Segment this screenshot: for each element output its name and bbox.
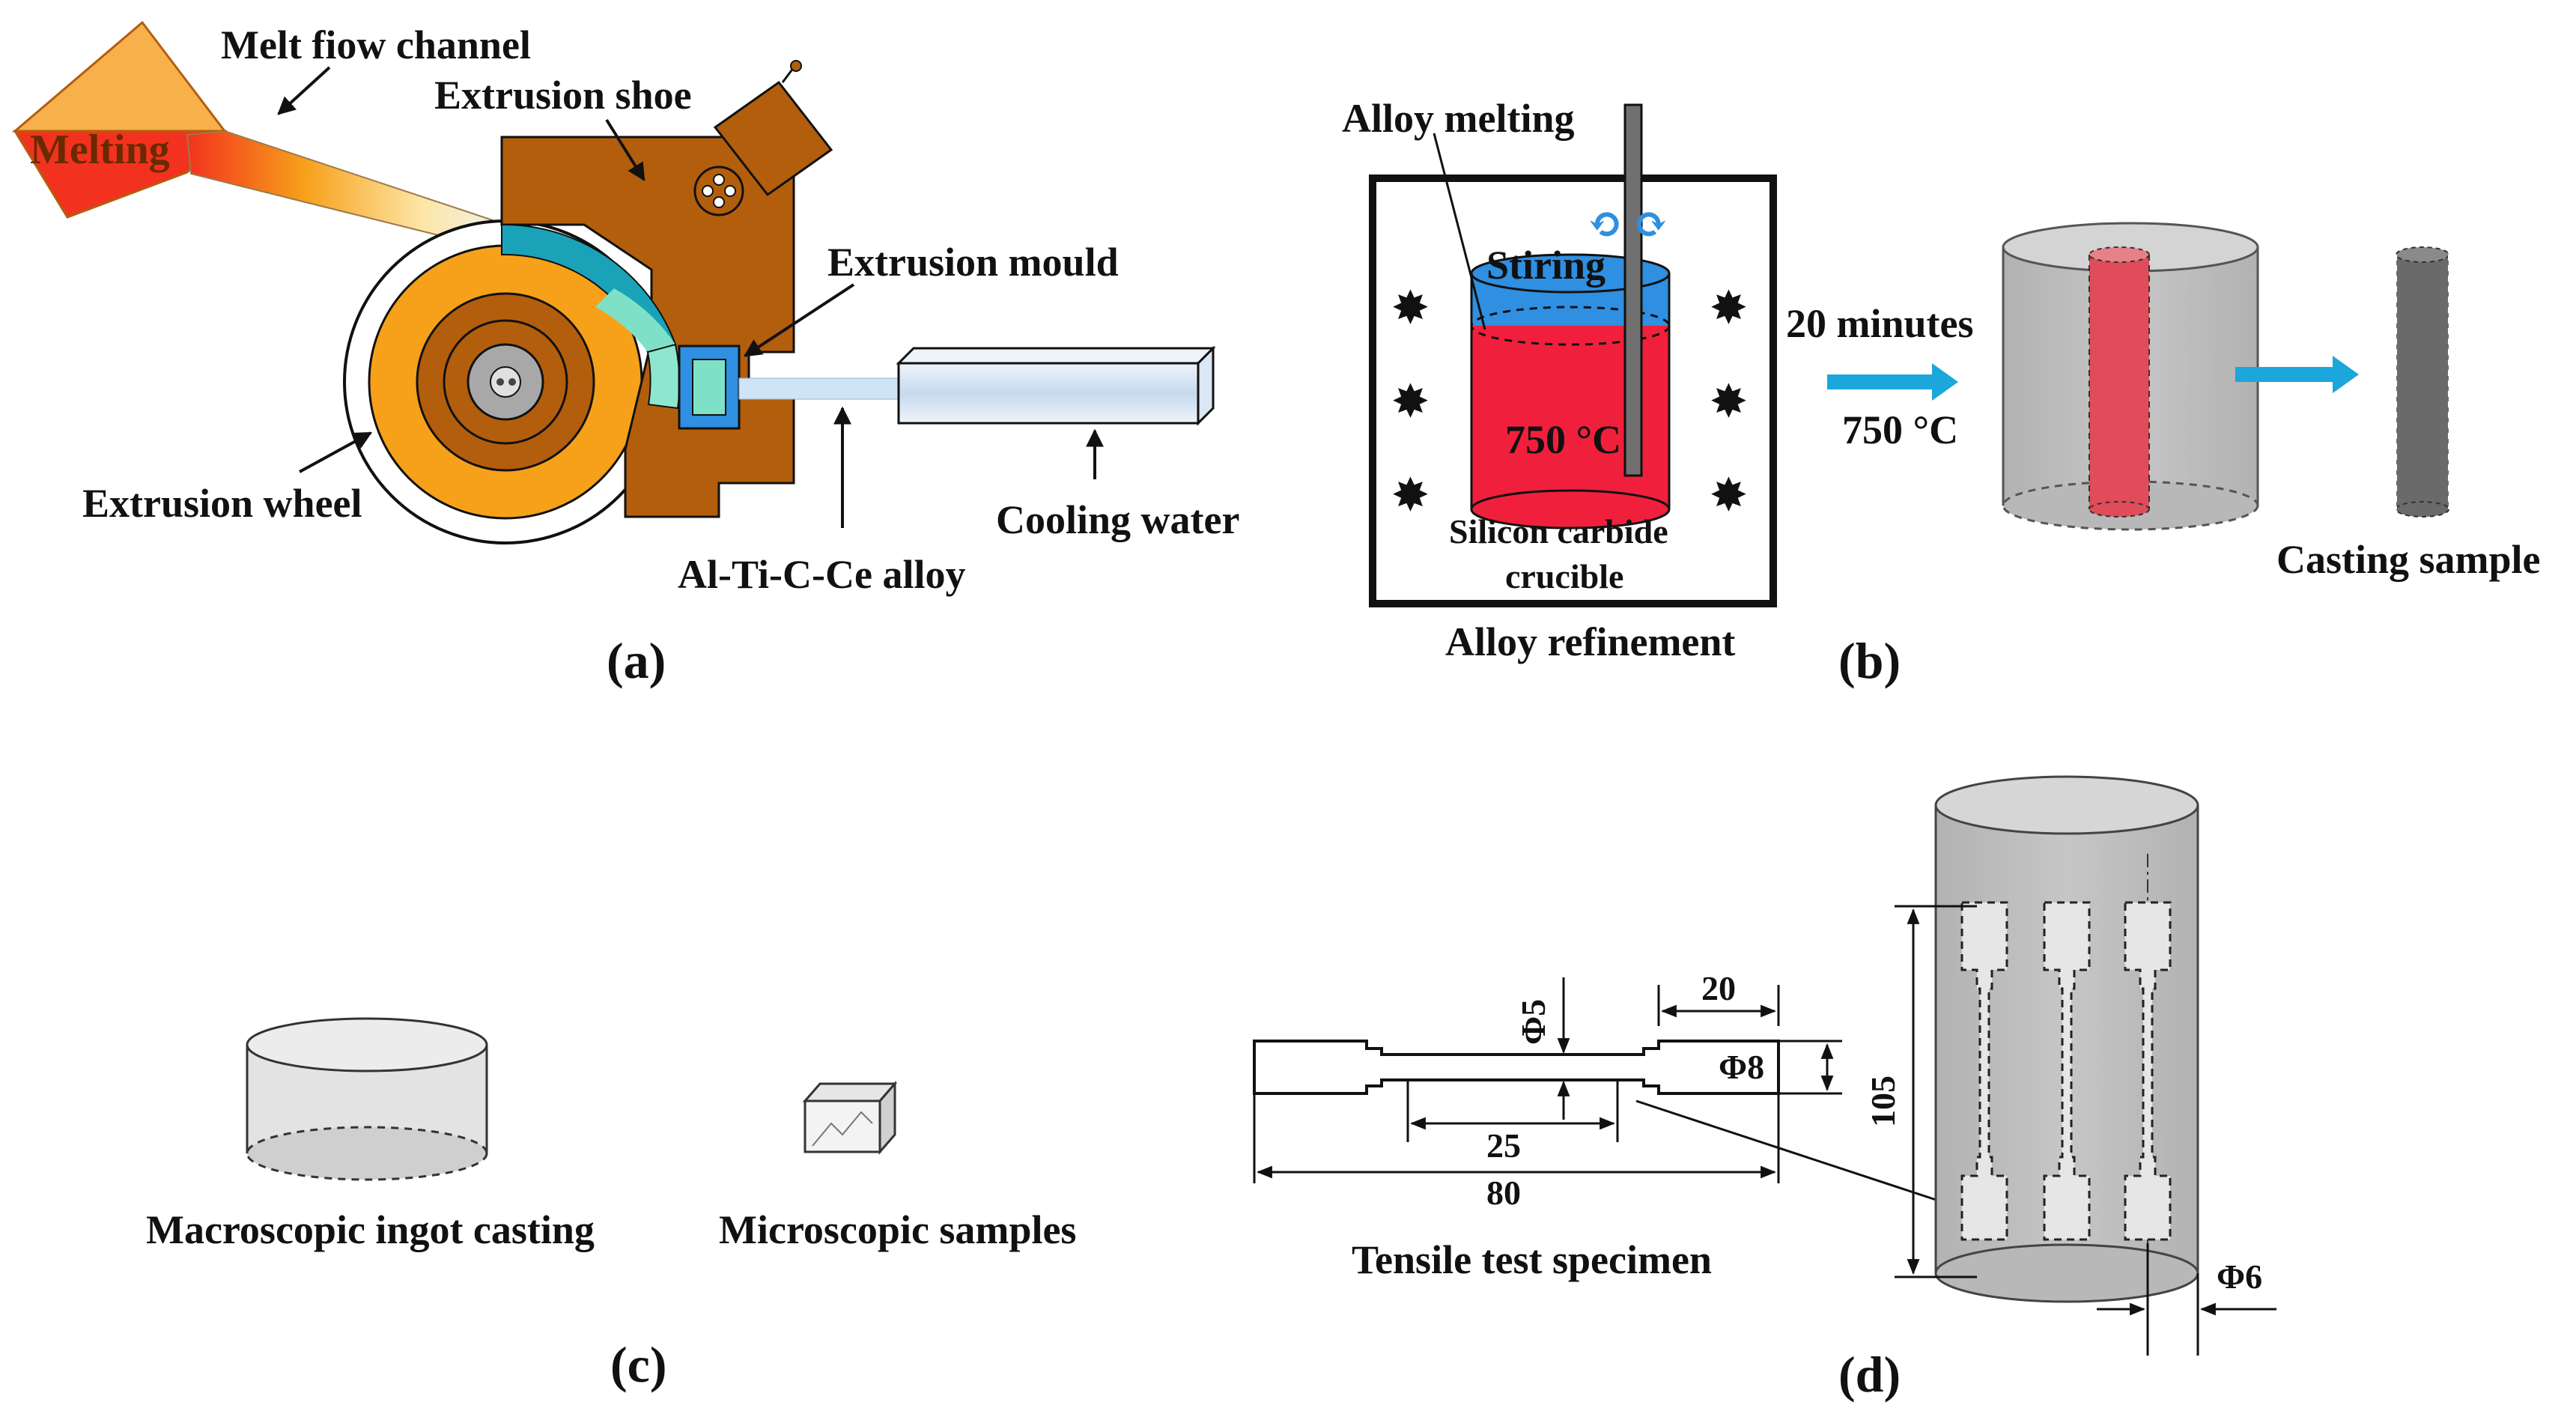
- caption-b: (b): [1838, 632, 1901, 689]
- heater-stars: ✸ ✸ ✸ ✸ ✸ ✸: [1393, 285, 1746, 519]
- leader-channel: [277, 66, 331, 115]
- caption-a: (a): [607, 632, 666, 689]
- label-dim20: 20: [1701, 969, 1736, 1007]
- panel-b-refinement: ✸ ✸ ✸ ✸ ✸ ✸ ⟲ ⟳ Alloy melting Stiring 75…: [1342, 96, 2541, 689]
- embedded-specimen: [1960, 901, 2008, 1241]
- feeder-box: [713, 80, 833, 197]
- label-crucible-1: Silicon carbide: [1449, 512, 1668, 550]
- label-dim80: 80: [1486, 1174, 1521, 1212]
- axle-bolt: [496, 378, 504, 386]
- micro-sample: [804, 1099, 881, 1153]
- label-phi5: Φ5: [1514, 999, 1552, 1045]
- heater-star: ✸: [1393, 379, 1428, 425]
- groove-lower: [646, 343, 681, 410]
- axle-bolt: [508, 378, 516, 386]
- mould-inner: [692, 359, 726, 416]
- stirring-rod: [1623, 103, 1643, 477]
- cooling-water-box: [897, 362, 1200, 425]
- label-time: 20 minutes: [1786, 301, 1974, 346]
- label-melting: Melting: [30, 127, 170, 173]
- ingot-top: [246, 1017, 488, 1072]
- block-bottom: [1934, 1243, 2199, 1303]
- embedded-specimen: [2043, 901, 2091, 1241]
- leader-wheel: [299, 431, 373, 473]
- label-phi6: Φ6: [2217, 1257, 2262, 1296]
- leader-alloy-melting: [1433, 133, 1486, 330]
- label-crucible-temp: 750 °C: [1505, 417, 1621, 462]
- embedded-specimen: [2124, 901, 2172, 1241]
- label-alloy-melting: Alloy melting: [1342, 96, 1574, 141]
- bolt: [724, 185, 736, 197]
- feeder-knob: [790, 60, 802, 72]
- leader-to-block: [1635, 1099, 1978, 1215]
- label-tensile: Tensile test specimen: [1352, 1237, 1712, 1282]
- label-cooling-water: Cooling water: [996, 497, 1239, 542]
- heater-star: ✸: [1393, 473, 1428, 519]
- block-top: [1934, 775, 2199, 835]
- cooling-box-side: [1197, 345, 1215, 426]
- casting-sample: [2396, 255, 2449, 509]
- label-micro: Microscopic samples: [719, 1207, 1076, 1252]
- sample-bottom: [2396, 501, 2449, 518]
- process-arrow-1: [1827, 363, 1958, 401]
- caption-c: (c): [610, 1336, 666, 1393]
- panel-a-extrusion: Melting Melt fiow channel Extrusion shoe…: [11, 20, 1239, 689]
- heater-star: ✸: [1393, 285, 1428, 332]
- label-dim25: 25: [1486, 1126, 1521, 1165]
- melting-funnel: [11, 20, 228, 133]
- heater-star: ✸: [1711, 285, 1746, 332]
- heater-star: ✸: [1711, 473, 1746, 519]
- casting-cavity: [2089, 255, 2149, 509]
- label-stirring: Stiring: [1486, 243, 1606, 288]
- extruded-rod: [738, 377, 905, 400]
- label-temperature: 750 °C: [1842, 407, 1958, 452]
- label-dim105: 105: [1864, 1075, 1902, 1127]
- axle-inner: [490, 366, 521, 398]
- label-phi8: Φ8: [1719, 1048, 1764, 1086]
- cavity-bottom: [2089, 501, 2150, 518]
- cooling-box-top: [896, 347, 1216, 365]
- heater-star: ✸: [1711, 379, 1746, 425]
- melting-pool: [13, 130, 228, 219]
- label-alloy: Al-Ti-C-Ce alloy: [678, 552, 965, 597]
- shoe-bolt-plate: [693, 166, 744, 216]
- label-crucible-2: crucible: [1505, 557, 1623, 595]
- bolt: [713, 196, 725, 208]
- label-extrusion-mould: Extrusion mould: [827, 240, 1119, 285]
- caption-d: (d): [1838, 1346, 1901, 1403]
- groove-light: [595, 288, 675, 352]
- ingot-bottom: [246, 1126, 488, 1181]
- label-casting-sample: Casting sample: [2276, 537, 2541, 582]
- embedded-specimens: [1960, 901, 2172, 1241]
- cavity-top: [2089, 246, 2150, 263]
- leader-mould: [743, 283, 855, 357]
- rotation-icon: ⟲ ⟳: [1588, 201, 1668, 248]
- micro-texture: [812, 1111, 873, 1147]
- label-extrusion-wheel: Extrusion wheel: [82, 481, 362, 526]
- sample-top: [2396, 246, 2449, 263]
- label-alloy-refinement: Alloy refinement: [1445, 619, 1735, 664]
- label-macro: Macroscopic ingot casting: [146, 1207, 595, 1252]
- leader-shoe: [605, 118, 645, 182]
- panel-c-samples: Macroscopic ingot casting Microscopic sa…: [146, 1017, 1076, 1393]
- panel-d-tensile: Φ5 20 Φ8 25 80 Tensile test specimen 105…: [1253, 775, 2276, 1403]
- bolt: [713, 174, 725, 186]
- tensile-specimen: [1253, 1040, 1780, 1095]
- label-extrusion-shoe: Extrusion shoe: [434, 73, 692, 118]
- process-arrow-2: [2235, 356, 2359, 393]
- label-melt-flow-channel: Melt fiow channel: [221, 22, 531, 67]
- bolt: [702, 185, 714, 197]
